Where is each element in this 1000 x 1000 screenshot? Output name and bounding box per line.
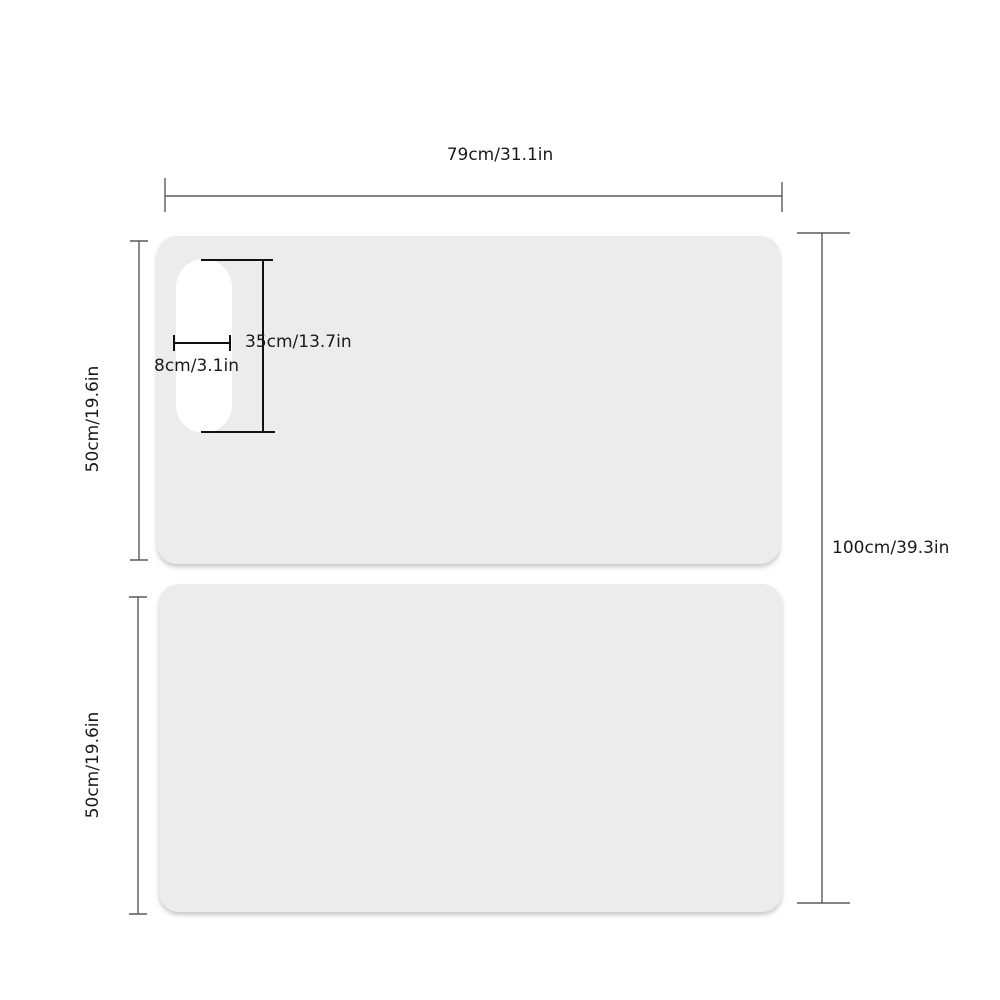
overall-width-dimension [164, 178, 783, 212]
top-panel-height-label: 50cm/19.6in [83, 366, 103, 473]
cutout-width-dimension [173, 335, 231, 351]
cutout-length-label: 35cm/13.7in [245, 332, 352, 352]
overall-width-label: 79cm/31.1in [447, 145, 554, 165]
bottom-panel-height-label: 50cm/19.6in [83, 712, 103, 819]
bottom-panel-height-dimension [129, 596, 147, 915]
top-panel-height-dimension [130, 240, 148, 561]
bottom-panel [159, 584, 782, 912]
cutout-length-dimension [201, 259, 275, 433]
cutout-hole [176, 259, 232, 433]
overall-height-dimension [797, 232, 850, 904]
overall-height-label: 100cm/39.3in [832, 538, 949, 558]
cutout-width-label: 8cm/3.1in [154, 356, 239, 376]
top-panel [157, 236, 780, 564]
